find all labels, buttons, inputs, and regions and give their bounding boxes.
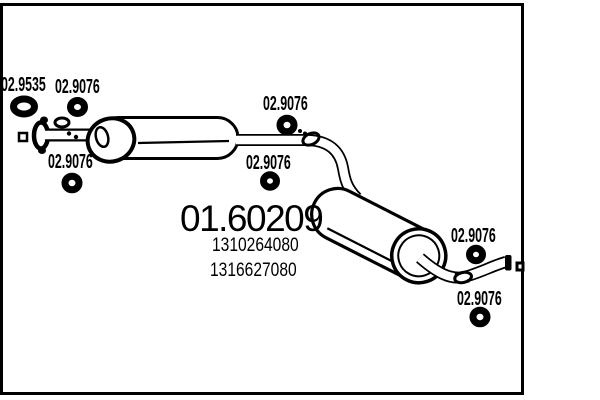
tail-pipe-clamp bbox=[453, 270, 473, 285]
label-gasket-bottom-left: 02.9076 bbox=[48, 151, 93, 173]
gasket-ring-2 bbox=[61, 172, 83, 194]
label-gasket-large: 02.9535 bbox=[1, 74, 46, 96]
oe-number-1: 1310264080 bbox=[212, 235, 299, 256]
front-pipe-clamp bbox=[53, 116, 71, 129]
front-muffler bbox=[85, 116, 240, 164]
tail-hanger-square bbox=[515, 261, 525, 272]
label-gasket-top-left: 02.9076 bbox=[55, 76, 100, 98]
gasket-ring-5 bbox=[466, 244, 486, 265]
gasket-ring-6 bbox=[469, 306, 491, 328]
gasket-ring-1 bbox=[67, 97, 88, 117]
mid-pipe-clamp bbox=[301, 131, 321, 147]
label-gasket-top-middle: 02.9076 bbox=[263, 93, 308, 115]
gasket-ring-large bbox=[10, 95, 38, 118]
rear-muffler bbox=[310, 186, 448, 285]
tail-pipe-tip bbox=[505, 255, 512, 271]
label-gasket-right-lower: 02.9076 bbox=[457, 288, 502, 310]
mid-pipe bbox=[236, 129, 362, 203]
label-gasket-middle: 02.9076 bbox=[246, 152, 291, 174]
gasket-ring-3 bbox=[276, 114, 298, 136]
front-hanger-square bbox=[17, 131, 29, 143]
label-gasket-right-upper: 02.9076 bbox=[451, 225, 496, 247]
diagram-frame bbox=[0, 3, 524, 395]
main-part-number: 01.60209 bbox=[180, 198, 324, 239]
gasket-ring-4 bbox=[260, 171, 280, 191]
oe-number-2: 1316627080 bbox=[210, 260, 297, 281]
tail-pipe bbox=[416, 253, 525, 285]
